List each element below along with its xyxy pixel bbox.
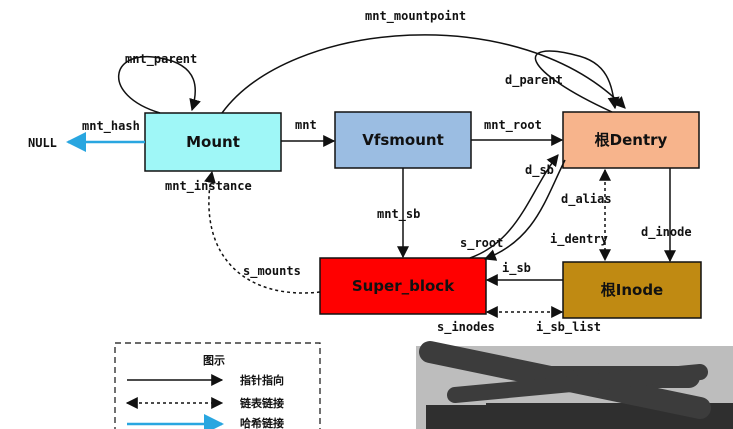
s-root-arrow bbox=[483, 159, 566, 261]
redaction-overlay bbox=[416, 341, 733, 429]
s-mounts-label: s_mounts bbox=[243, 264, 301, 279]
i-sb-label: i_sb bbox=[502, 261, 531, 276]
legend-title: 图示 bbox=[203, 354, 225, 367]
vfsmount-node-label: Vfsmount bbox=[362, 131, 444, 149]
d-alias-label: d_alias bbox=[561, 192, 612, 207]
mnt-root-label: mnt_root bbox=[484, 118, 542, 133]
dentry-node-label: 根Dentry bbox=[595, 131, 668, 149]
mnt-parent-arrow bbox=[117, 55, 201, 114]
legend: 图示 指针指向 链表链接 哈希链接 bbox=[114, 342, 321, 429]
legend-pointer-label: 指针指向 bbox=[240, 373, 284, 387]
mnt-instance-arrow bbox=[204, 170, 321, 294]
mnt-sb-label: mnt_sb bbox=[377, 207, 420, 222]
null-label: NULL bbox=[28, 136, 57, 150]
i-dentry-label: i_dentry bbox=[550, 232, 608, 247]
mnt-hash-label: mnt_hash bbox=[82, 119, 140, 134]
super-block-node-label: Super_block bbox=[352, 277, 455, 295]
mnt-mountpoint-label: mnt_mountpoint bbox=[365, 9, 466, 24]
d-parent-label: d_parent bbox=[505, 73, 563, 88]
legend-list-label: 链表链接 bbox=[240, 396, 284, 410]
mount-node-label: Mount bbox=[186, 133, 240, 151]
mnt-mountpoint-arrow bbox=[221, 34, 626, 114]
s-inodes-label: s_inodes bbox=[437, 320, 495, 335]
super-block-node: Super_block bbox=[319, 257, 487, 315]
inode-node: 根Inode bbox=[562, 261, 702, 319]
mnt-instance-label: mnt_instance bbox=[165, 179, 252, 194]
i-sb-list-label: i_sb_list bbox=[536, 320, 601, 335]
mnt-label: mnt bbox=[295, 118, 317, 132]
inode-node-label: 根Inode bbox=[601, 281, 663, 299]
mnt-parent-label: mnt_parent bbox=[125, 52, 197, 67]
d-sb-label: d_sb bbox=[525, 163, 554, 178]
legend-hash-label: 哈希链接 bbox=[240, 416, 284, 429]
s-root-label: s_root bbox=[460, 236, 503, 251]
mount-node: Mount bbox=[144, 112, 282, 172]
d-parent-arrow bbox=[534, 50, 620, 113]
d-inode-label: d_inode bbox=[641, 225, 692, 240]
vfsmount-node: Vfsmount bbox=[334, 111, 472, 169]
dentry-node: 根Dentry bbox=[562, 111, 700, 169]
